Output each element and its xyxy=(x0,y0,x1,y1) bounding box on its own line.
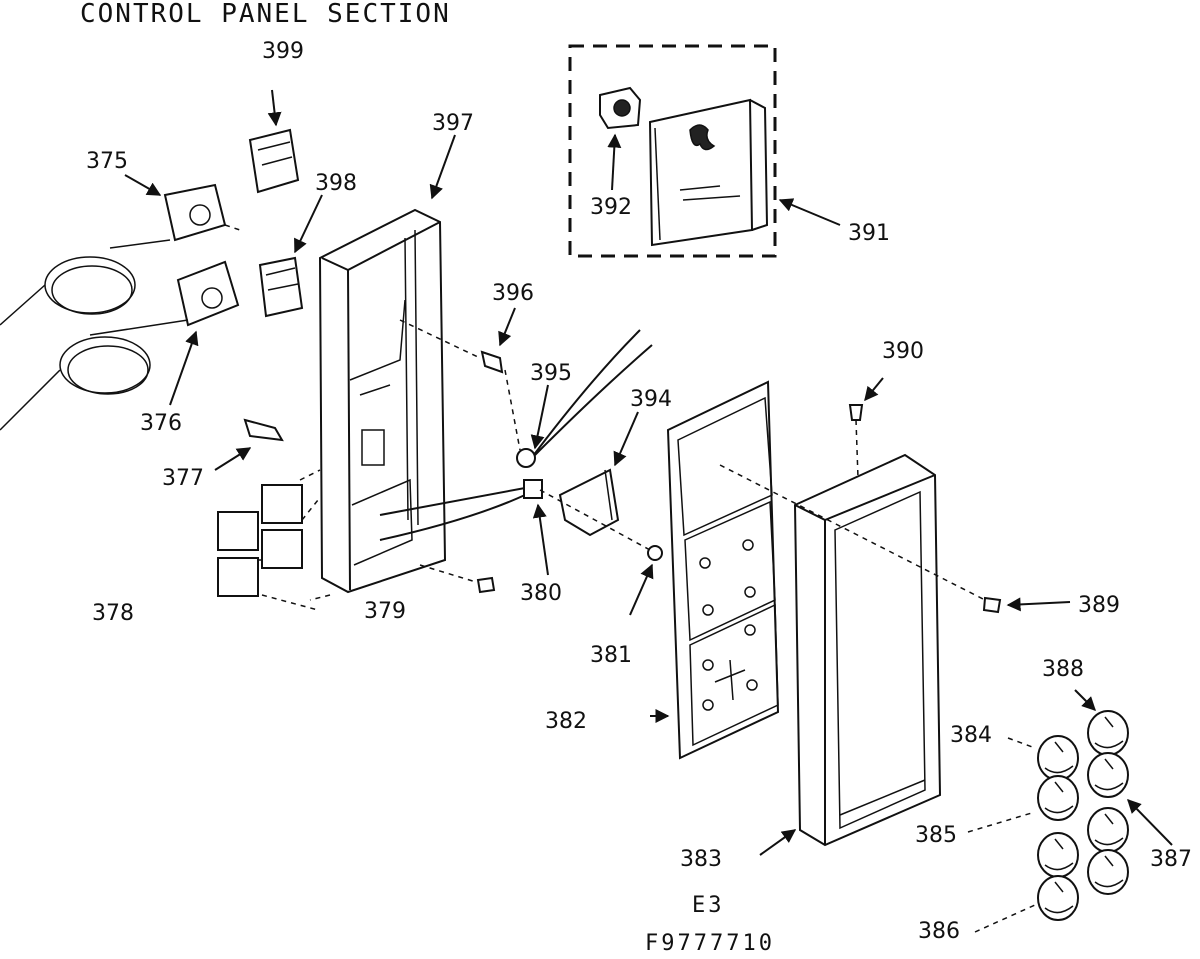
callout-390: 390 xyxy=(882,339,924,364)
knob-384 xyxy=(1037,735,1079,781)
callout-381: 381 xyxy=(590,643,632,668)
part-375-thermostat xyxy=(0,174,241,326)
callout-394: 394 xyxy=(630,387,672,412)
part-381-nut xyxy=(539,489,663,616)
part-390-screw xyxy=(848,377,884,479)
callout-387: 387 xyxy=(1150,847,1192,872)
callout-388: 388 xyxy=(1042,657,1084,682)
arrow-392 xyxy=(607,133,622,191)
diagram-title: CONTROL PANEL SECTION xyxy=(80,0,451,29)
part-391-inset xyxy=(568,44,777,258)
callout-376: 376 xyxy=(140,411,182,436)
callout-397: 397 xyxy=(432,111,474,136)
part-389-screw xyxy=(982,596,1071,614)
arrow-391 xyxy=(778,198,841,226)
callout-395: 395 xyxy=(530,361,572,386)
part-383-frame xyxy=(719,453,986,856)
part-379-screw xyxy=(419,564,496,594)
part-394-bracket xyxy=(558,411,639,537)
arrow-395 xyxy=(530,384,549,450)
knob-387c xyxy=(1087,849,1129,895)
callout-380: 380 xyxy=(520,581,562,606)
part-code: F9777710 xyxy=(645,931,775,956)
control-knobs xyxy=(967,689,1173,933)
part-399-switch xyxy=(248,89,300,194)
knob-385 xyxy=(1037,775,1079,821)
part-376-thermostat xyxy=(0,260,240,431)
part-378-switch-bank xyxy=(217,484,319,611)
callout-383: 383 xyxy=(680,847,722,872)
arrow-397 xyxy=(429,134,456,200)
part-398-switch xyxy=(258,194,323,318)
wire-harness xyxy=(379,329,653,541)
callout-399: 399 xyxy=(262,39,304,64)
callout-382: 382 xyxy=(545,709,587,734)
callout-377: 377 xyxy=(162,466,204,491)
knob-387b xyxy=(1087,807,1129,853)
callout-385: 385 xyxy=(915,823,957,848)
knob-386a xyxy=(1037,832,1079,878)
knob-387a xyxy=(1087,752,1129,798)
callout-384: 384 xyxy=(950,723,992,748)
drawing-code: E3 xyxy=(692,893,725,918)
callout-379: 379 xyxy=(364,599,406,624)
callout-386: 386 xyxy=(918,919,960,944)
callout-375: 375 xyxy=(86,149,128,174)
callout-398: 398 xyxy=(315,171,357,196)
part-397-housing xyxy=(299,208,447,601)
callout-389: 389 xyxy=(1078,593,1120,618)
callout-391: 391 xyxy=(848,221,890,246)
callout-378: 378 xyxy=(92,601,134,626)
callout-396: 396 xyxy=(492,281,534,306)
arrow-380 xyxy=(532,503,549,576)
part-396-fastener xyxy=(399,307,516,374)
knob-386b xyxy=(1037,875,1079,921)
knob-388 xyxy=(1087,710,1129,756)
callout-392: 392 xyxy=(590,195,632,220)
part-382-panel xyxy=(650,380,780,760)
part-377 xyxy=(214,418,284,471)
